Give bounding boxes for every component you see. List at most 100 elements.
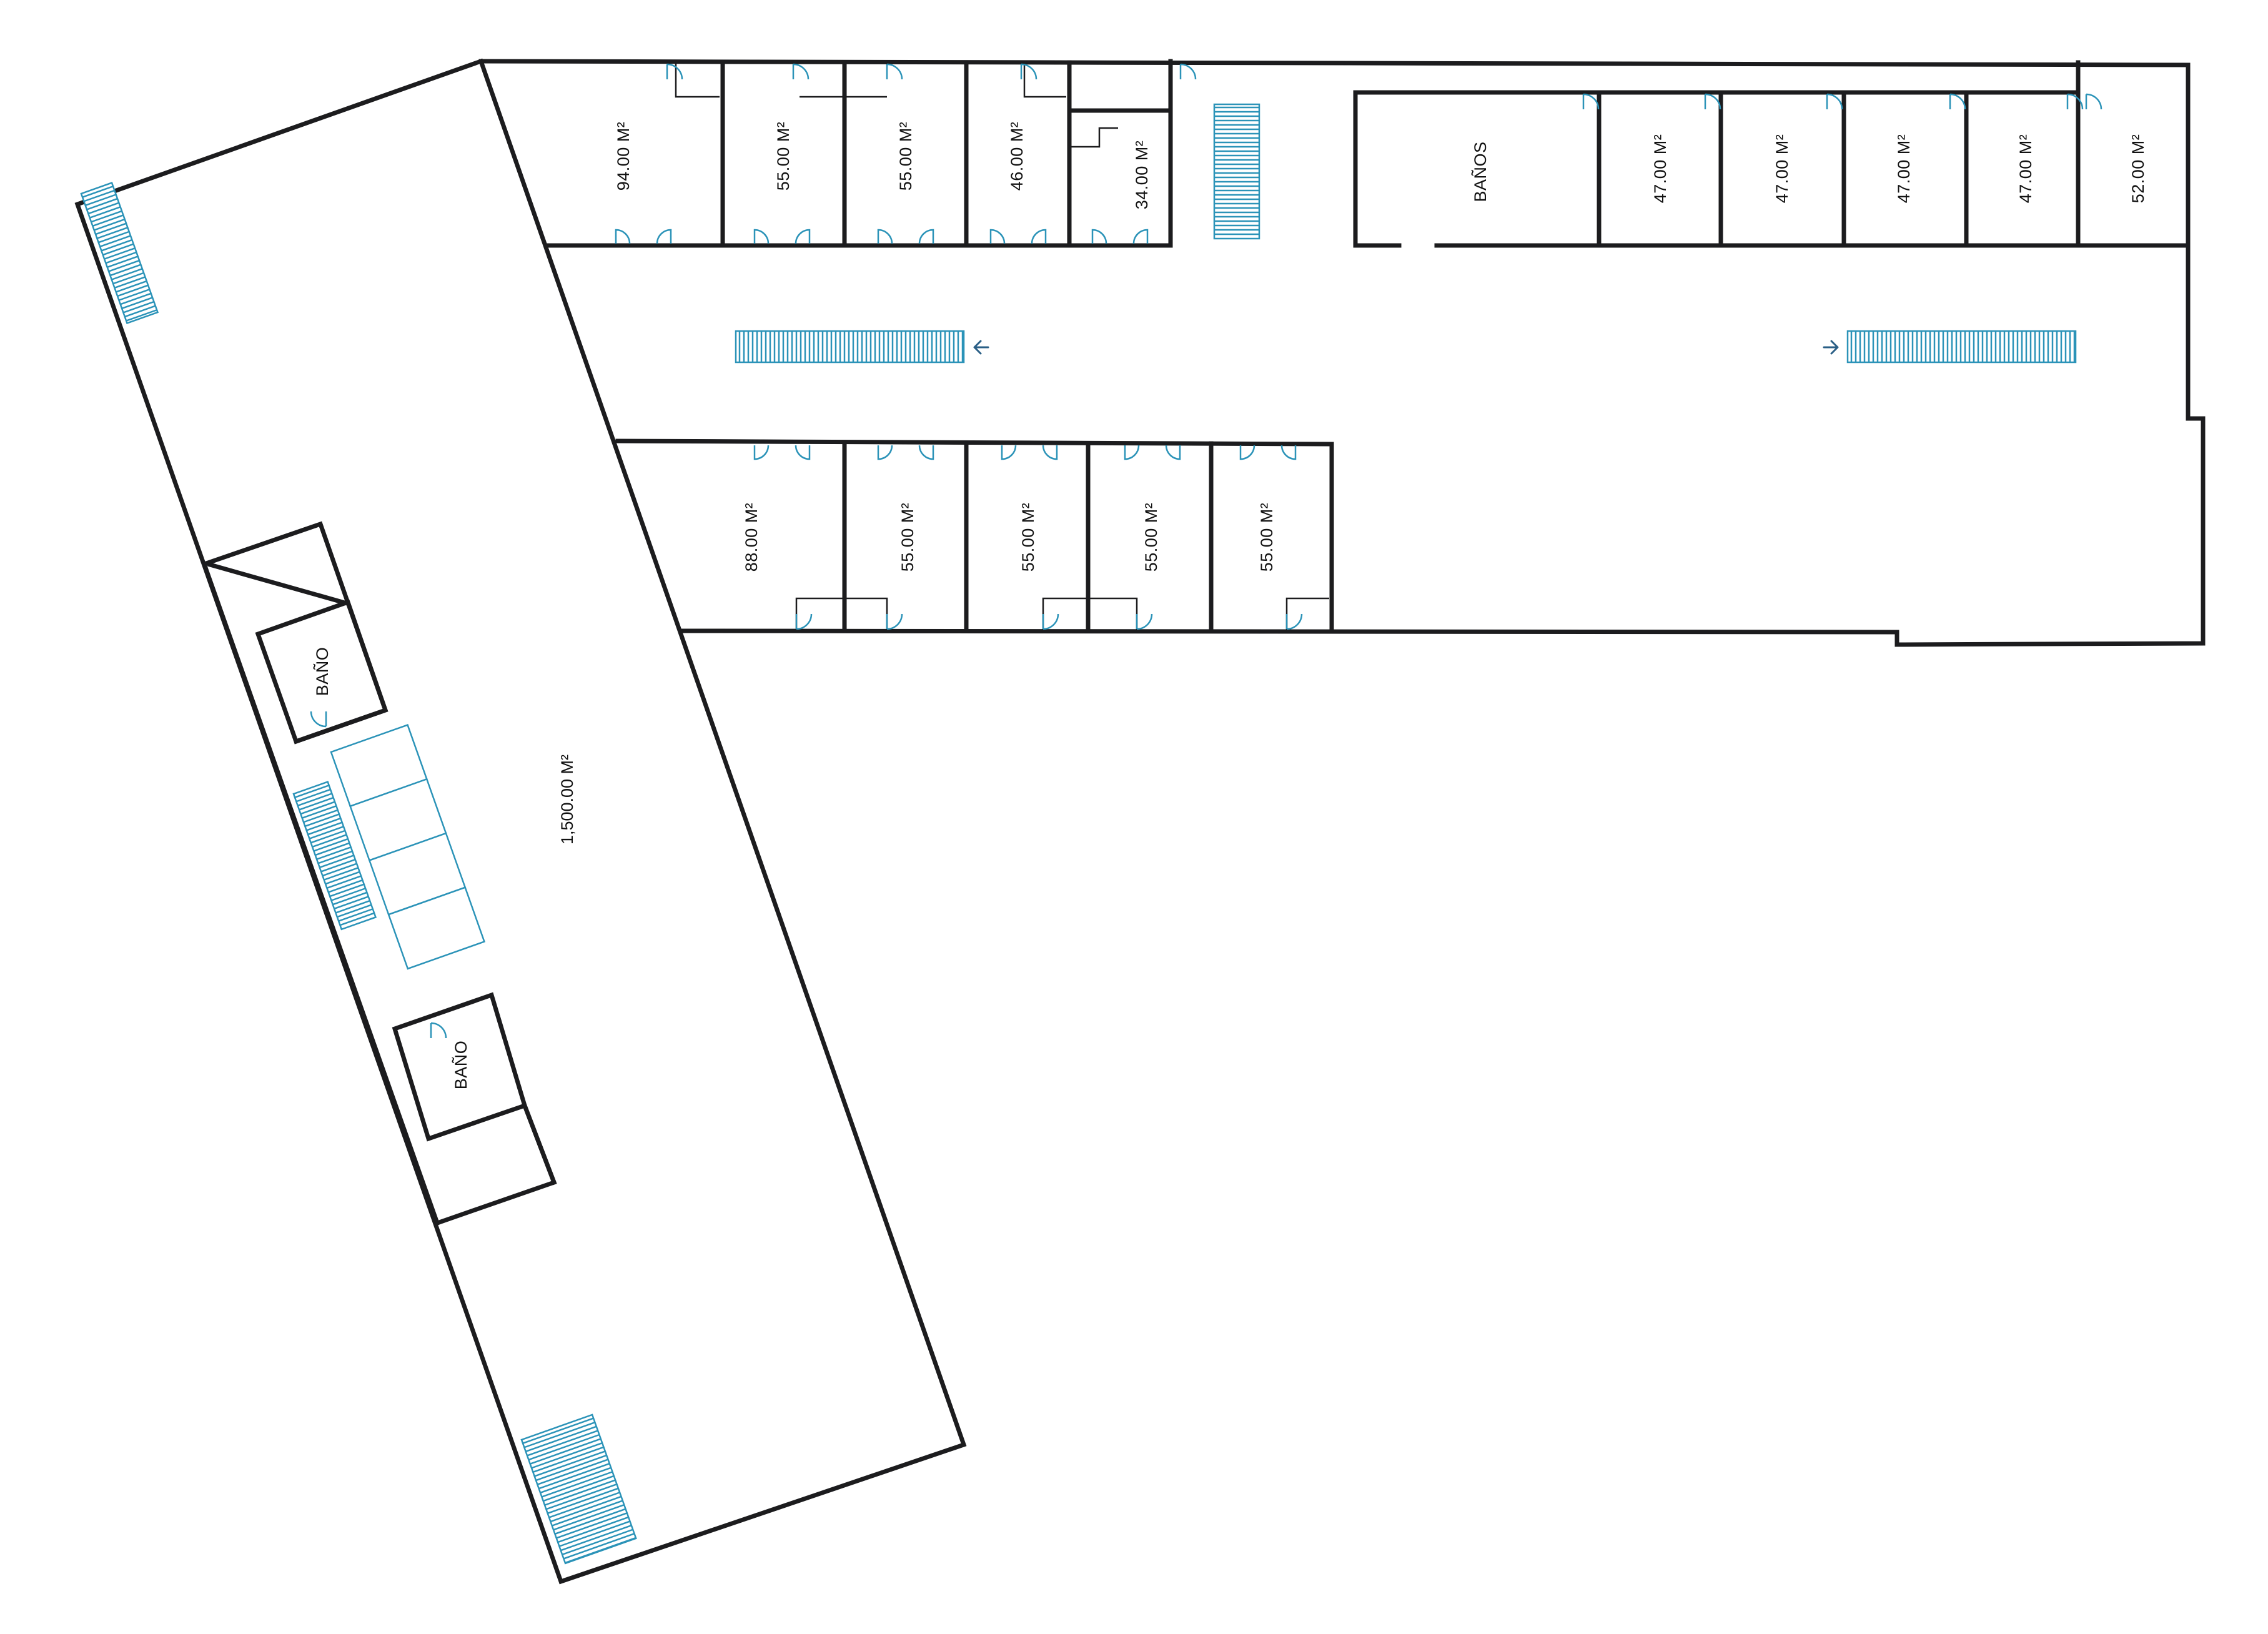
jamb-94 — [675, 62, 720, 98]
stair-tread — [306, 817, 341, 831]
stair-tread — [556, 1512, 628, 1539]
stair-tread — [316, 846, 352, 860]
stair-tread — [85, 194, 117, 207]
door-swing — [310, 711, 327, 728]
stair-tread — [545, 1483, 617, 1510]
upper-bano-wall — [255, 599, 389, 745]
left-arrow-icon — [973, 340, 989, 355]
door-swing — [886, 63, 903, 80]
stair-tread — [331, 888, 366, 901]
door-swing — [753, 445, 811, 460]
stair-tread — [82, 186, 114, 198]
unit-area-u5: 34.00 M² — [1132, 141, 1151, 210]
stair-tread — [300, 801, 335, 815]
unit-area-u4: 46.00 M² — [1008, 122, 1026, 191]
stair-tread — [562, 1528, 633, 1555]
stair-tread — [96, 227, 128, 239]
stairs-core — [292, 781, 377, 931]
door-swing — [792, 63, 810, 80]
stair-tread — [522, 1417, 594, 1444]
door-swing — [1704, 93, 1721, 110]
elevator-block — [330, 724, 485, 970]
door-swing — [1091, 229, 1149, 244]
door-swing — [877, 445, 934, 460]
stair-tread — [319, 854, 354, 869]
upper-row-bottom-wall — [545, 59, 1173, 248]
stair-tread — [324, 867, 359, 881]
stair-tread — [329, 883, 365, 898]
door-swing — [615, 229, 672, 244]
stair-tread — [304, 813, 340, 828]
stair-tread — [528, 1433, 600, 1461]
stair-tread — [322, 863, 357, 877]
stair-tread — [531, 1442, 603, 1469]
stair-tread — [91, 210, 122, 223]
door-swing — [1179, 63, 1197, 80]
stair-tread — [559, 1520, 630, 1547]
door-swing — [1020, 63, 1037, 80]
stair-tread — [547, 1487, 619, 1515]
stair-tread — [295, 788, 331, 803]
stair-tread — [544, 1479, 616, 1506]
labels: 1,500.00 M² BAÑO BAÑO BAÑOS 94.00 M² 55.… — [312, 122, 2147, 1090]
stair-tread — [527, 1430, 598, 1457]
door-swing — [1042, 613, 1059, 630]
stair-tread — [541, 1471, 613, 1498]
stair-tread — [309, 826, 344, 839]
unit-area-l5: 55.00 M² — [1257, 503, 1276, 572]
stair-tread — [108, 259, 140, 272]
stair-tread — [553, 1503, 625, 1531]
stair-tread — [95, 222, 127, 235]
door-swing — [1136, 613, 1153, 630]
stair-tread — [120, 292, 152, 305]
stair-tread — [537, 1458, 608, 1485]
stair-tread — [313, 838, 349, 852]
stair-tread — [335, 899, 370, 914]
stair-tread — [563, 1533, 635, 1560]
unit-area-u2: 55.00 M² — [774, 122, 793, 191]
stair-tread — [530, 1438, 602, 1465]
stair-tread — [114, 276, 146, 289]
door-swing — [430, 1022, 447, 1039]
door-swing — [795, 613, 813, 630]
unit-area-l1: 88.00 M² — [742, 503, 761, 572]
stair-tread — [532, 1446, 604, 1473]
core-divider-bottom — [522, 1102, 557, 1186]
unit-area-r5: 52.00 M² — [2129, 134, 2147, 204]
stair-tread — [94, 218, 126, 231]
right-row-wall — [1353, 60, 2081, 248]
stair-tread — [523, 1422, 595, 1448]
stair-tread — [540, 1467, 612, 1494]
door-swing — [2085, 93, 2102, 110]
door-swing — [2066, 93, 2084, 110]
stair-tread — [297, 793, 332, 807]
stair-tread — [116, 280, 147, 293]
stair-tread — [310, 829, 345, 844]
door-swing — [989, 229, 1047, 244]
stair-tread — [104, 247, 136, 260]
door-swing — [1582, 93, 1600, 110]
stair-tread — [326, 875, 362, 889]
door-swing — [1285, 613, 1303, 630]
stair-tread — [303, 809, 339, 823]
stair-tread — [101, 239, 132, 252]
main-hall-outline — [74, 58, 967, 1585]
stair-tread — [312, 834, 347, 848]
stair-tread — [320, 858, 356, 873]
core-wall-left — [201, 561, 440, 1226]
stair-tread — [123, 300, 154, 314]
door-swing — [1949, 93, 1966, 110]
jamb-34 — [1069, 127, 1118, 148]
tread-lines — [738, 106, 2076, 362]
stair-tread — [557, 1516, 629, 1543]
stair-tread — [107, 255, 139, 269]
stair-tread — [317, 850, 353, 864]
jamb-88 — [795, 597, 888, 631]
stair-tread — [550, 1495, 621, 1523]
jamb-46 — [1023, 62, 1066, 98]
core-wall-bottom — [434, 1102, 557, 1226]
stair-tread — [548, 1492, 620, 1518]
stair-tread — [294, 785, 330, 798]
stair-tread — [87, 202, 119, 215]
stair-tread — [328, 879, 363, 893]
